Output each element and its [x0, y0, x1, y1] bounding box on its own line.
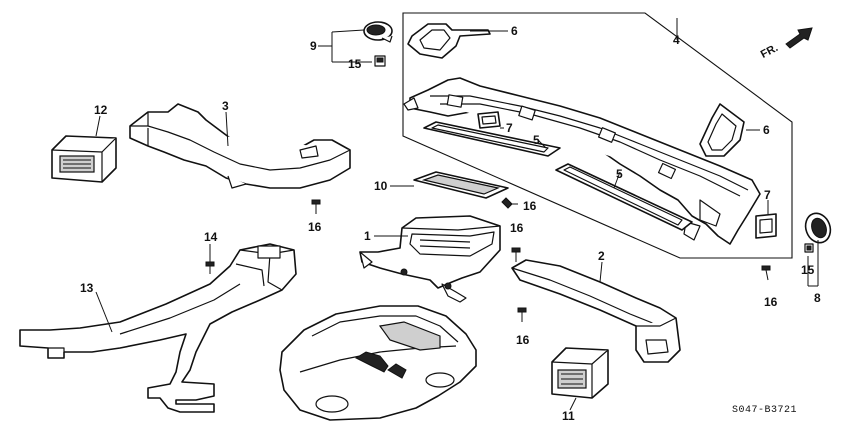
dash-duct-part-4[interactable]: [403, 77, 761, 245]
callout-16-a: 16: [308, 220, 322, 234]
callout-6-lower: 6: [763, 123, 770, 137]
duct-part-2[interactable]: [511, 259, 681, 363]
callout-11: 11: [562, 409, 575, 423]
callout-16-d: 16: [516, 333, 530, 347]
callout-6-upper: 6: [511, 24, 518, 38]
assembly-frame-4: [402, 12, 793, 259]
car-silhouette: [279, 305, 477, 421]
screw-part-16-b[interactable]: [501, 197, 518, 209]
side-vent-part-12[interactable]: [51, 135, 117, 183]
grille-part-5-upper[interactable]: [423, 121, 561, 157]
callout-14: 14: [204, 230, 218, 244]
callout-8: 8: [814, 291, 821, 305]
screw-part-16-e[interactable]: [761, 265, 771, 281]
vent-part-7-right[interactable]: [755, 213, 777, 239]
direction-label: FR.: [759, 42, 780, 61]
callout-2: 2: [598, 249, 605, 263]
grille-part-5-lower[interactable]: [555, 163, 693, 231]
vent-part-7-left[interactable]: [477, 111, 501, 129]
diagram-code: S047-B3721: [732, 405, 797, 416]
callout-16-e: 16: [764, 295, 778, 309]
callout-7-left: 7: [506, 121, 513, 135]
callout-16-b: 16: [523, 199, 537, 213]
center-vent-part-1[interactable]: [359, 215, 501, 303]
clip-part-15-lower[interactable]: [804, 243, 814, 253]
grommet-part-9[interactable]: [363, 21, 393, 43]
clip-part-15-upper[interactable]: [374, 55, 386, 67]
screw-part-16-d[interactable]: [517, 307, 527, 322]
callout-3: 3: [222, 99, 229, 113]
grille-part-10[interactable]: [413, 171, 509, 199]
callout-15-upper: 15: [348, 57, 362, 71]
callout-12: 12: [94, 103, 108, 117]
callout-5-lower: 5: [616, 167, 623, 181]
seal-part-6-upper[interactable]: [407, 23, 491, 59]
callout-7-right: 7: [764, 188, 771, 202]
callout-16-c: 16: [510, 221, 524, 235]
screw-part-14[interactable]: [205, 261, 215, 274]
callout-15-lower: 15: [801, 263, 815, 277]
callout-10: 10: [374, 179, 388, 193]
callout-4: 4: [673, 33, 680, 47]
callout-13: 13: [80, 281, 94, 295]
callout-1: 1: [364, 229, 371, 243]
duct-part-3[interactable]: [129, 103, 351, 189]
floor-duct-part-13[interactable]: [19, 243, 297, 413]
callout-5-upper: 5: [533, 133, 540, 147]
grommet-part-8[interactable]: [802, 210, 835, 246]
leader-lines: [95, 18, 819, 411]
callout-9: 9: [310, 39, 317, 53]
vent-part-11[interactable]: [551, 347, 609, 399]
screw-part-16-a[interactable]: [311, 199, 321, 214]
seal-part-6-lower[interactable]: [699, 103, 745, 157]
screw-part-16-c[interactable]: [511, 247, 521, 262]
front-direction-arrow-icon: FR.: [759, 27, 813, 61]
